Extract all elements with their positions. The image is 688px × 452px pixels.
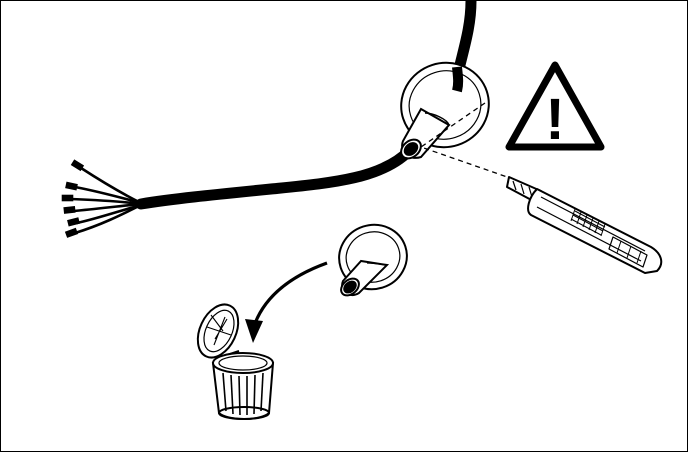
trash-bin-icon [196,303,275,420]
discard-arrow-icon [245,261,328,343]
warning-triangle-icon: ! [505,61,605,152]
wire-ends-icon [61,159,143,238]
utility-knife-icon [506,176,663,274]
cable-grommet-icon [400,61,490,160]
removed-grommet-icon [338,223,408,297]
warning-symbol: ! [545,87,564,152]
